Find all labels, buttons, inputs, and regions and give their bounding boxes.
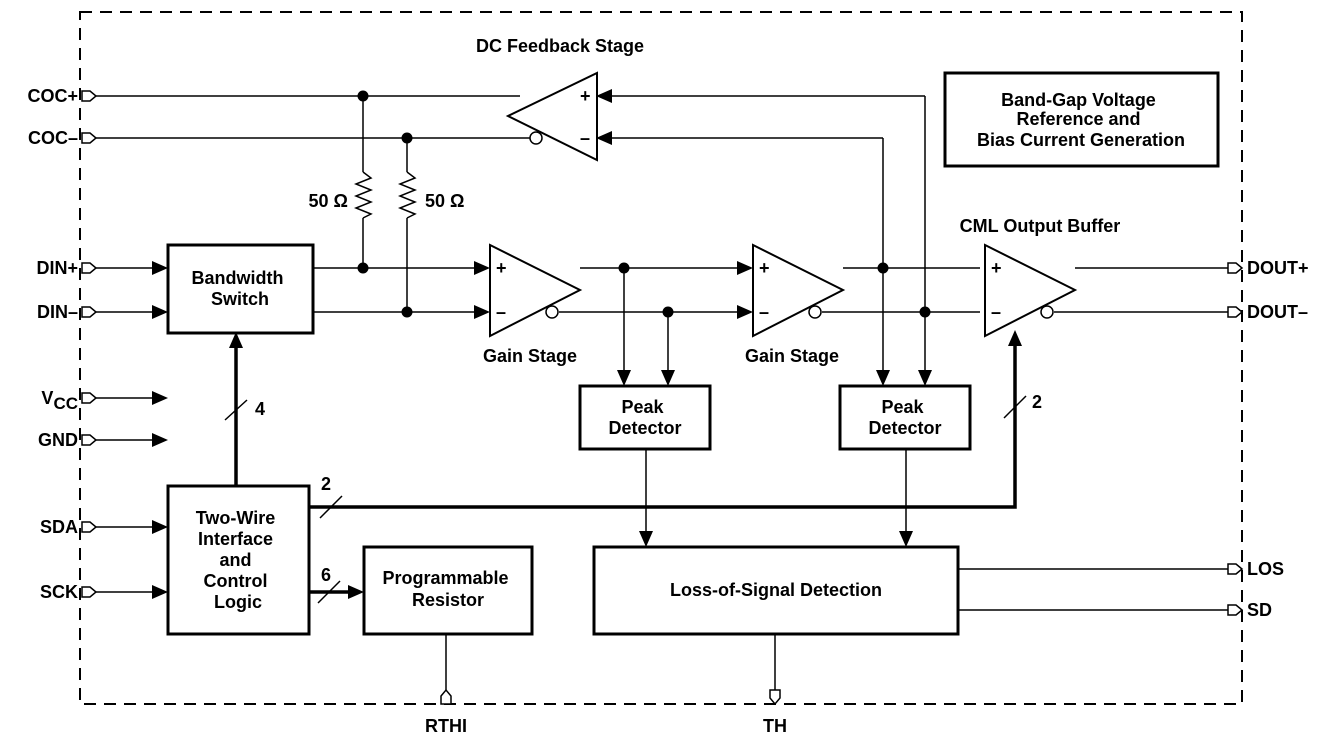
pin-sck: SCK [40, 582, 78, 602]
peak-detector-2-block [838, 384, 972, 451]
gain-stage-2-amplifier: + – [752, 243, 846, 338]
junction-dots [357, 90, 931, 318]
pin-los: LOS [1247, 559, 1284, 579]
signal-wires [96, 95, 1228, 690]
pin-coc-plus: COC+ [27, 86, 78, 106]
two-wire-interface-block [166, 484, 311, 636]
peak-detector-2-label: Peak Detector [868, 397, 941, 438]
pin-din-plus: DIN+ [36, 258, 78, 278]
resistor-2-label: 50 Ω [425, 191, 464, 211]
peak-detector-1-label: Peak Detector [608, 397, 681, 438]
pin-dout-minus: DOUT– [1247, 302, 1308, 322]
pin-th: TH [763, 716, 787, 736]
two-wire-interface-label: Two-Wire Interface and Control Logic [196, 508, 281, 612]
pin-dout-plus: DOUT+ [1247, 258, 1309, 278]
loss-of-signal-label: Loss-of-Signal Detection [670, 580, 882, 600]
loss-of-signal-block [592, 545, 960, 636]
pin-gnd: GND [38, 430, 78, 450]
pin-rthi: RTHI [425, 716, 467, 736]
control-buses [224, 330, 1027, 604]
peak-detector-1-block [578, 384, 712, 451]
svg-text:+: + [991, 258, 1002, 278]
svg-text:–: – [991, 302, 1001, 322]
bandgap-label: Band-Gap Voltage Reference and Bias Curr… [977, 90, 1185, 150]
bandwidth-bus-width: 4 [255, 399, 265, 419]
input-ports [81, 90, 98, 598]
cml-output-title: CML Output Buffer [960, 216, 1121, 236]
pin-sda: SDA [40, 517, 78, 537]
svg-text:–: – [496, 302, 506, 322]
pin-coc-minus: COC– [28, 128, 78, 148]
programmable-resistor-block [362, 545, 534, 636]
control-bus-width: 2 [321, 474, 331, 494]
svg-text:–: – [580, 128, 590, 148]
gain-stage-2-title: Gain Stage [745, 346, 839, 366]
resistor-1-symbol [353, 171, 374, 219]
resistor-2-symbol [397, 171, 418, 219]
dc-feedback-title: DC Feedback Stage [476, 36, 644, 56]
bandwidth-switch-label: Bandwidth Switch [191, 268, 288, 309]
programmable-resistor-label: Programmable Resistor [382, 568, 513, 610]
resistor-1-label: 50 Ω [309, 191, 348, 211]
bandwidth-switch-block [166, 243, 315, 335]
output-ports [440, 262, 1244, 706]
svg-text:–: – [759, 302, 769, 322]
dc-feedback-amplifier: + – [505, 71, 598, 162]
svg-text:+: + [759, 258, 770, 278]
arrowheads [152, 89, 932, 599]
cml-output-amplifier: + – [984, 243, 1078, 338]
pin-sd: SD [1247, 600, 1272, 620]
chip-boundary [79, 11, 1243, 705]
pin-vcc: VCC [41, 388, 78, 413]
svg-text:+: + [580, 86, 591, 106]
output-bus-width: 2 [1032, 392, 1042, 412]
gain-stage-1-title: Gain Stage [483, 346, 577, 366]
svg-text:+: + [496, 258, 507, 278]
pin-din-minus: DIN– [37, 302, 78, 322]
gain-stage-1-amplifier: + – [489, 243, 583, 338]
bandgap-block [943, 71, 1220, 168]
resistor-bus-width: 6 [321, 565, 331, 585]
